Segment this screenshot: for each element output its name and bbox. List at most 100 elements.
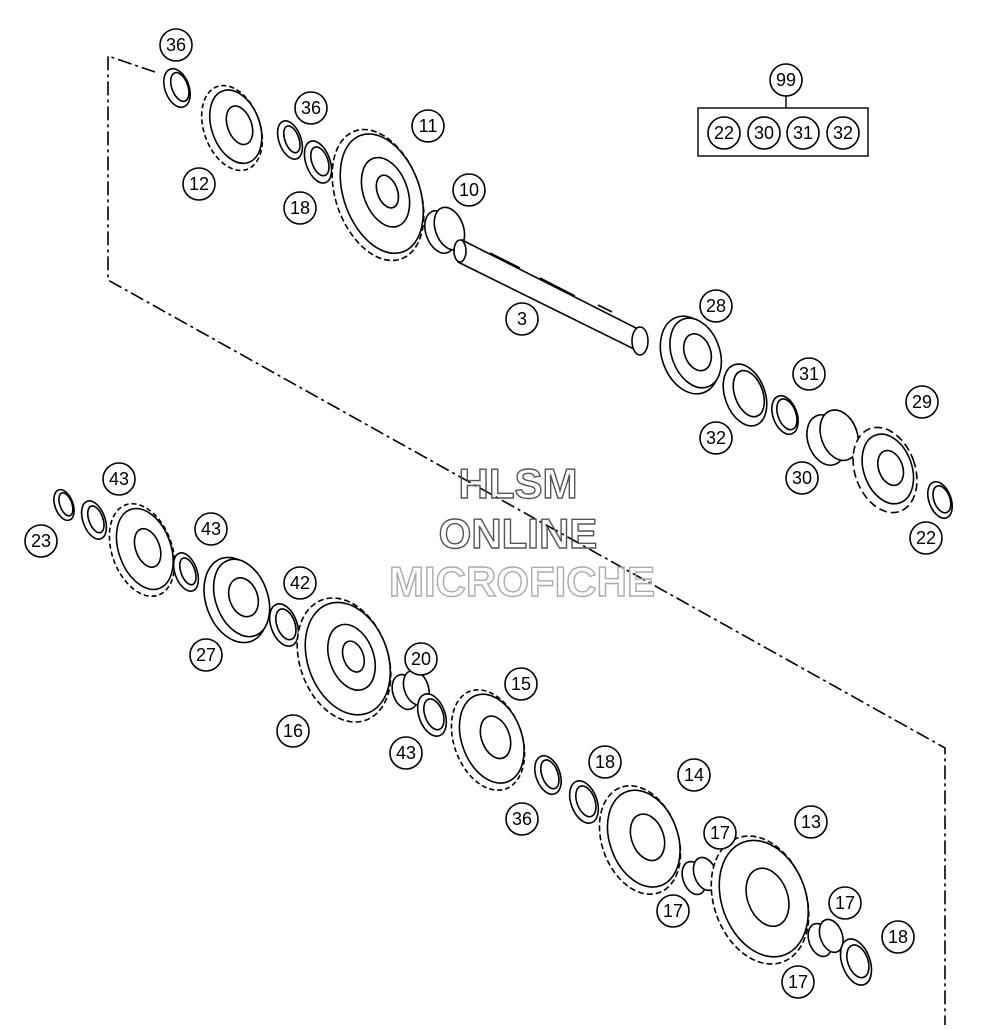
callout-number: 99 bbox=[776, 70, 796, 90]
callout-32[interactable]: 32 bbox=[826, 116, 860, 150]
callout-circle bbox=[189, 638, 223, 672]
callout-43[interactable]: 43 bbox=[102, 462, 136, 496]
washer-part bbox=[276, 120, 304, 160]
callout-30[interactable]: 30 bbox=[785, 461, 819, 495]
needle-bearing-17-part bbox=[807, 918, 844, 958]
callout-20[interactable]: 20 bbox=[404, 642, 438, 676]
callout-43[interactable]: 43 bbox=[389, 736, 423, 770]
callout-circle bbox=[276, 714, 310, 748]
callout-circle bbox=[24, 524, 58, 558]
callout-18[interactable]: 18 bbox=[881, 920, 915, 954]
callout-17[interactable]: 17 bbox=[828, 886, 862, 920]
callout-circle bbox=[283, 566, 317, 600]
callout-3[interactable]: 3 bbox=[505, 302, 539, 336]
callout-22[interactable]: 22 bbox=[909, 521, 943, 555]
callout-circle bbox=[504, 667, 538, 701]
callout-32[interactable]: 32 bbox=[699, 421, 733, 455]
callout-31[interactable]: 31 bbox=[786, 116, 820, 150]
callout-circle bbox=[781, 965, 815, 999]
callout-circle bbox=[707, 116, 741, 150]
callout-43[interactable]: 43 bbox=[194, 512, 228, 546]
callout-14[interactable]: 14 bbox=[677, 758, 711, 792]
watermark-line3: MICROFICHE bbox=[389, 558, 655, 605]
callout-number: 22 bbox=[916, 528, 936, 548]
callout-number: 10 bbox=[459, 180, 479, 200]
callout-number: 20 bbox=[411, 649, 431, 669]
callout-circle bbox=[699, 421, 733, 455]
gear-15-part bbox=[450, 688, 526, 792]
callout-23[interactable]: 23 bbox=[24, 524, 58, 558]
callout-15[interactable]: 15 bbox=[504, 667, 538, 701]
circlip-part bbox=[926, 480, 954, 520]
callout-17[interactable]: 17 bbox=[703, 816, 737, 850]
callout-circle bbox=[881, 920, 915, 954]
callout-number: 23 bbox=[31, 531, 51, 551]
washer-part bbox=[303, 140, 333, 184]
callout-10[interactable]: 10 bbox=[452, 173, 486, 207]
callout-number: 31 bbox=[799, 364, 819, 384]
sprocket-29-part bbox=[852, 426, 918, 514]
callout-number: 16 bbox=[283, 721, 303, 741]
circlip-part bbox=[53, 488, 75, 522]
callout-36[interactable]: 36 bbox=[294, 91, 328, 125]
callout-number: 28 bbox=[706, 296, 726, 316]
callout-27[interactable]: 27 bbox=[189, 638, 223, 672]
gear-13-part bbox=[710, 835, 810, 965]
callout-number: 27 bbox=[196, 645, 216, 665]
callout-number: 22 bbox=[714, 123, 734, 143]
callout-circle bbox=[588, 745, 622, 779]
callout-29[interactable]: 29 bbox=[905, 385, 939, 419]
callout-30[interactable]: 30 bbox=[747, 116, 781, 150]
callout-circle bbox=[703, 816, 737, 850]
callout-11[interactable]: 11 bbox=[411, 109, 445, 143]
callout-number: 15 bbox=[511, 674, 531, 694]
callout-13[interactable]: 13 bbox=[794, 805, 828, 839]
callout-31[interactable]: 31 bbox=[792, 357, 826, 391]
circlip-part bbox=[534, 754, 562, 796]
callout-circle bbox=[102, 462, 136, 496]
callout-22[interactable]: 22 bbox=[707, 116, 741, 150]
callout-16[interactable]: 16 bbox=[276, 714, 310, 748]
callout-circle bbox=[505, 302, 539, 336]
circlip-part bbox=[163, 67, 191, 109]
callout-circle bbox=[794, 805, 828, 839]
callout-circle bbox=[294, 91, 328, 125]
washer-part bbox=[80, 500, 108, 540]
callout-36[interactable]: 36 bbox=[505, 802, 539, 836]
callout-17[interactable]: 17 bbox=[781, 965, 815, 999]
callout-number: 17 bbox=[835, 893, 855, 913]
bearing-28-part bbox=[659, 315, 723, 395]
callout-circle bbox=[182, 167, 216, 201]
washer-part bbox=[268, 603, 300, 647]
callout-circle bbox=[452, 173, 486, 207]
callout-36[interactable]: 36 bbox=[159, 28, 193, 62]
callout-circle bbox=[159, 28, 193, 62]
callout-circle bbox=[826, 116, 860, 150]
counter-shaft-assembly bbox=[53, 488, 873, 986]
washer-part bbox=[416, 693, 448, 737]
callout-number: 29 bbox=[912, 392, 932, 412]
needle-bearing-20-part bbox=[391, 669, 430, 711]
callout-number: 31 bbox=[793, 123, 813, 143]
callout-17[interactable]: 17 bbox=[656, 894, 690, 928]
seal-32-part bbox=[722, 363, 768, 427]
gear-14-part bbox=[598, 784, 682, 896]
callout-42[interactable]: 42 bbox=[283, 566, 317, 600]
callout-99[interactable]: 99 bbox=[769, 63, 803, 97]
callout-12[interactable]: 12 bbox=[182, 167, 216, 201]
washer-part bbox=[172, 552, 200, 592]
dashed-frame bbox=[107, 54, 946, 1025]
callout-number: 36 bbox=[512, 809, 532, 829]
callout-18[interactable]: 18 bbox=[588, 745, 622, 779]
washer-part bbox=[839, 938, 873, 986]
callout-circle bbox=[404, 642, 438, 676]
callout-number: 36 bbox=[301, 98, 321, 118]
watermark: HLSM ONLINE MICROFICHE bbox=[388, 459, 655, 605]
callout-circle bbox=[792, 357, 826, 391]
callout-number: 11 bbox=[419, 116, 438, 136]
callout-number: 17 bbox=[710, 823, 730, 843]
callout-18[interactable]: 18 bbox=[283, 191, 317, 225]
callout-number: 3 bbox=[517, 309, 527, 329]
callout-number: 18 bbox=[888, 927, 908, 947]
callout-28[interactable]: 28 bbox=[699, 289, 733, 323]
